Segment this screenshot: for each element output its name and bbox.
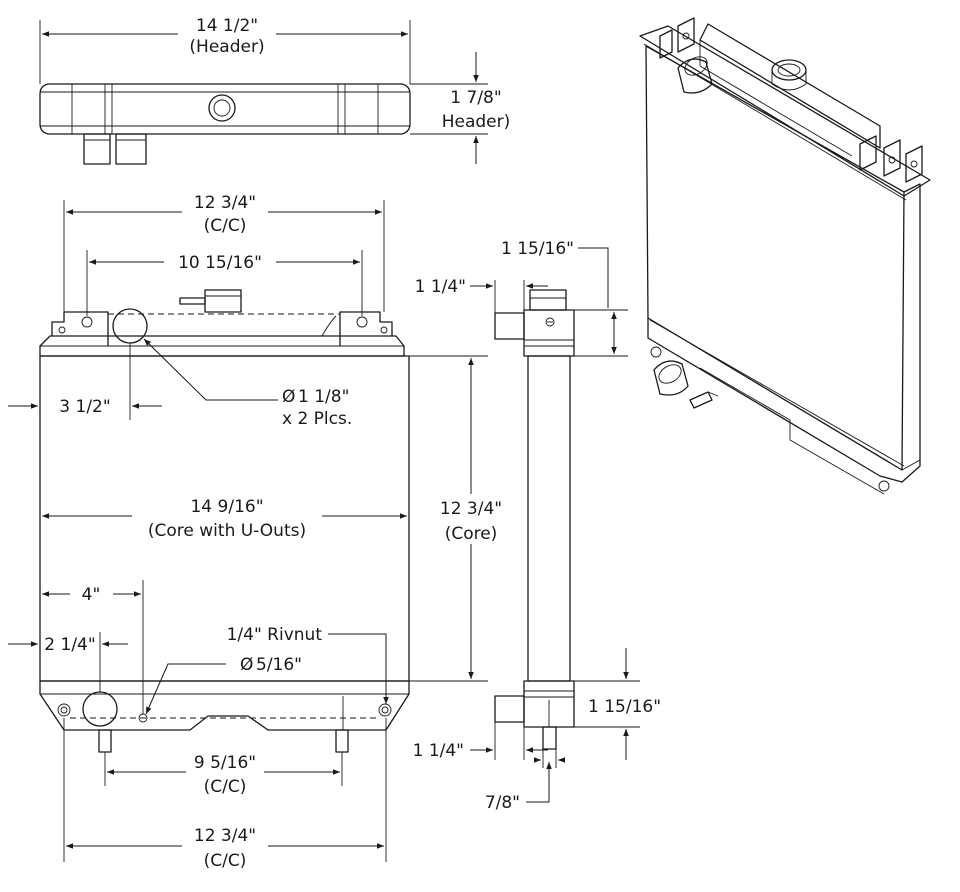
side-bottom-offset-dim: 1 1/4" [413,741,464,761]
core-height-dim: 12 3/4" [440,499,502,519]
bottom-pins-note: (C/C) [204,777,247,797]
header-depth-note: Header) [442,112,511,132]
front-view [39,289,410,753]
bottom-pins-dim: 9 5/16" [194,753,256,773]
bottom-mount-cc-dim: 12 3/4" [194,826,256,846]
inlet-offset-dim: 3 1/2" [59,397,110,417]
side-view [494,289,575,750]
side-bottom-height-dim: 1 15/16" [588,697,661,717]
core-width-dim: 14 9/16" [190,497,263,517]
header-width-note: (Header) [189,37,264,57]
side-top-height-dim: 1 15/16" [501,239,574,259]
rivnut-dia-dim: 5/16" [256,655,302,675]
side-top-offset-dim: 1 1/4" [415,277,466,297]
outlet-offset-dim: 2 1/4" [44,635,95,655]
isometric-view [639,17,931,495]
core-height-note: (Core) [445,524,498,544]
drain-offset-dim: 4" [82,585,101,605]
top-mount-cc-note: (C/C) [204,216,247,236]
top-mount-cc-dim: 12 3/4" [194,193,256,213]
inlet-dia-dim: 1 1/8" [298,387,349,407]
side-pin-dim: 7/8" [485,793,520,813]
rivnut-label: 1/4" Rivnut [227,625,323,645]
header-width-dim: 14 1/2" [196,16,258,36]
header-depth-dim: 1 7/8" [450,88,501,108]
inlet-dia-symbol: Ø [282,387,295,407]
core-width-note: (Core with U-Outs) [148,521,306,541]
top-view [39,20,411,165]
inlet-dia-note: x 2 Plcs. [282,409,352,429]
bottom-mount-cc-note: (C/C) [204,851,247,871]
top-tabs-dim: 10 15/16" [178,253,262,273]
rivnut-dia-symbol: Ø [240,655,253,675]
